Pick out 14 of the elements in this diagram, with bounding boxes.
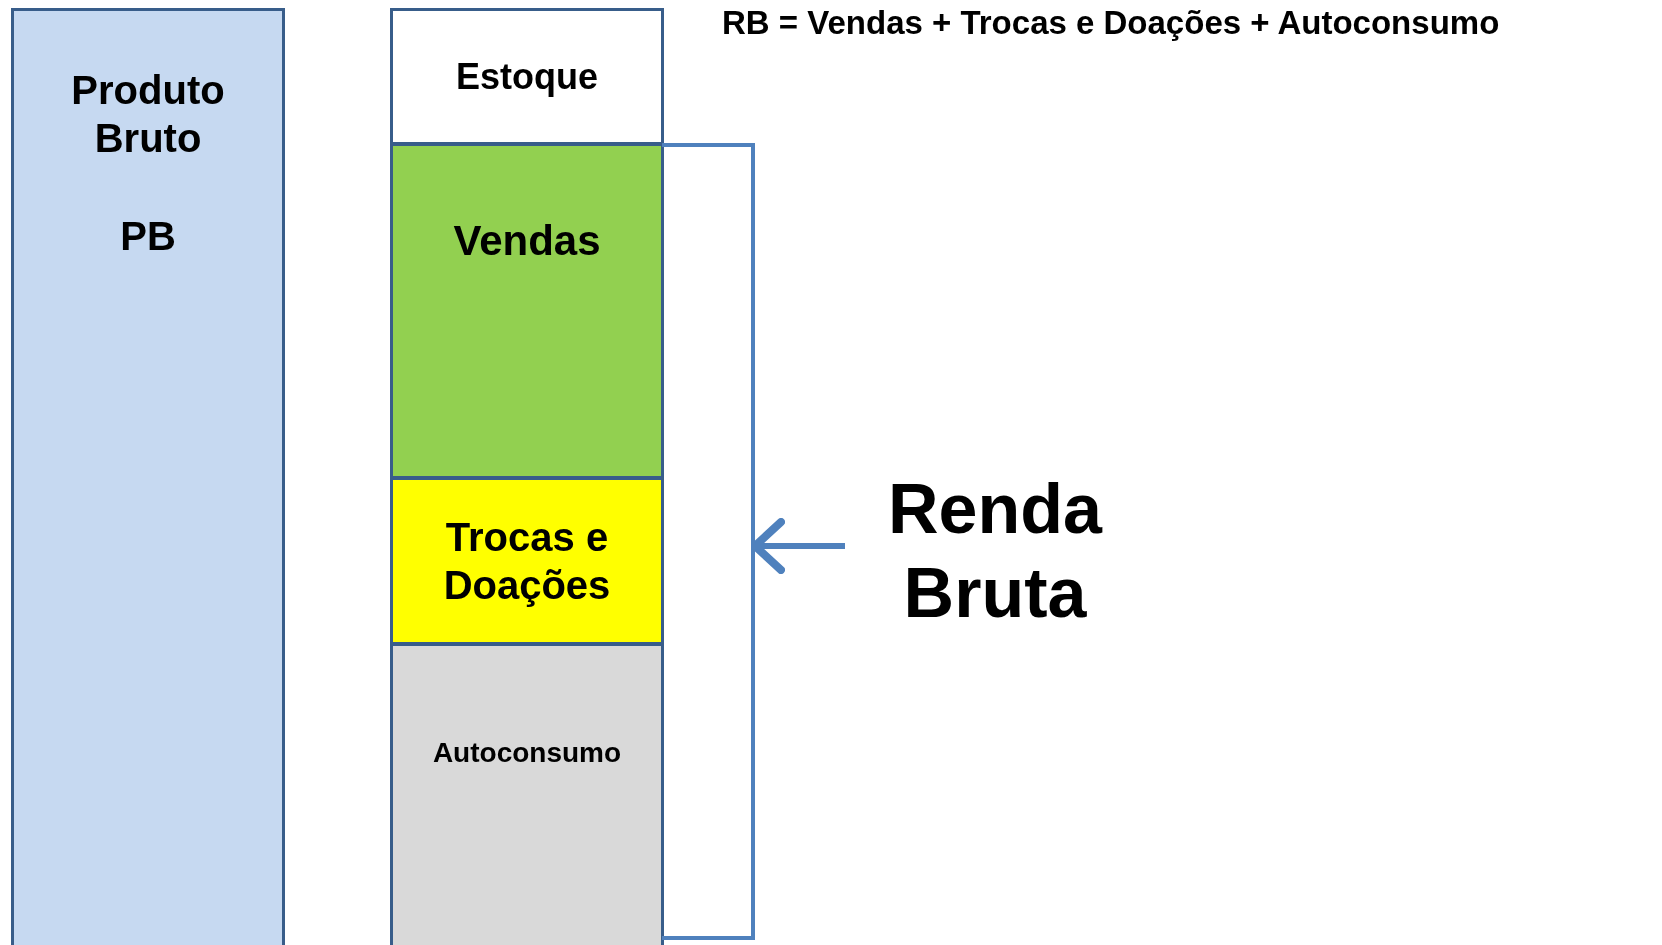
segment-label: Vendas — [453, 216, 601, 266]
segment-box — [390, 643, 664, 945]
segment-label: Trocas e Doações — [442, 514, 612, 609]
segment-label: Autoconsumo — [432, 736, 622, 770]
segment-box — [390, 8, 664, 145]
segment-box — [390, 143, 664, 479]
large-text: Renda Bruta — [887, 469, 1104, 634]
segment-label: Estoque — [456, 54, 598, 99]
formula-text: RB = Vendas + Trocas e Doações + Autoconsumo — [722, 4, 1500, 42]
segment-box — [390, 477, 664, 645]
heading-text: Produto Bruto — [70, 67, 226, 162]
bar-box — [11, 8, 285, 945]
bracket — [662, 143, 755, 940]
abbreviation-text: PB — [120, 213, 176, 260]
